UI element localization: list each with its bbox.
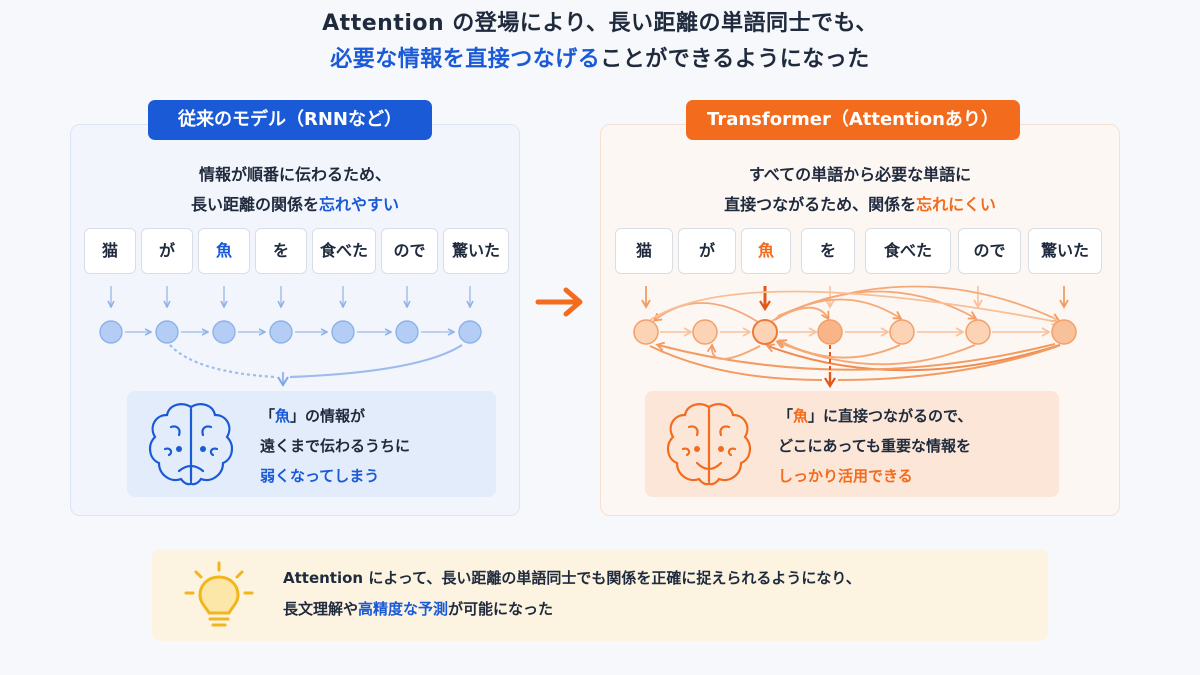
rnn-result-line-3: 弱くなってしまう <box>260 467 380 485</box>
transformer-description: すべての単語から必要な単語に 直接つながるため、関係を忘れにくい <box>600 160 1120 220</box>
transformer-node <box>889 319 915 345</box>
rnn-node <box>269 320 293 344</box>
quote-open: 「 <box>260 407 276 425</box>
rnn-node <box>331 320 355 344</box>
transformer-node <box>817 319 843 345</box>
rnn-word-2: 魚 <box>198 228 250 274</box>
rnn-desc-line-1: 情報が順番に伝わるため、 <box>198 165 391 184</box>
highlight-word: 魚 <box>793 407 809 425</box>
summary-line-2: 長文理解や高精度な予測が可能になった <box>283 594 861 625</box>
rnn-node <box>99 320 123 344</box>
transformer-desc-highlight: 忘れにくい <box>916 195 996 214</box>
rnn-desc-line-2: 長い距離の関係を忘れやすい <box>70 190 520 220</box>
rnn-node <box>395 320 419 344</box>
transformer-desc-line-1: すべての単語から必要な単語に <box>748 165 972 184</box>
rnn-input-arrows <box>111 286 470 306</box>
transformer-word-1: が <box>678 228 736 274</box>
transformer-desc-prefix: 直接つながるため、関係を <box>724 195 917 214</box>
summary-footer: Attention によって、長い距離の単語同士でも関係を正確に捉えられるように… <box>152 549 1048 641</box>
rnn-result-line-1: 「魚」の情報が <box>260 401 410 431</box>
rnn-node <box>212 320 236 344</box>
rnn-desc-prefix: 長い距離の関係を <box>190 195 319 214</box>
summary-highlight: 高精度な予測 <box>358 600 449 618</box>
transformer-word-4: 食べた <box>865 228 951 274</box>
title-line-1: Attention の登場により、長い距離の単語同士でも、 <box>322 11 878 36</box>
transformer-word-0: 猫 <box>615 228 673 274</box>
brain-happy-icon <box>667 403 751 486</box>
brain-sad-icon <box>149 403 233 486</box>
transformer-node <box>965 319 991 345</box>
highlight-word: 魚 <box>275 407 291 425</box>
rnn-description: 情報が順番に伝わるため、 長い距離の関係を忘れやすい <box>70 160 520 220</box>
quote-open: 「 <box>778 407 794 425</box>
transformer-node <box>633 319 659 345</box>
transformer-result-line-3: しっかり活用できる <box>778 467 913 485</box>
transformer-result-box: 「魚」に直接つながるので、 どこにあっても重要な情報を しっかり活用できる <box>645 391 1059 497</box>
transformer-word-3: を <box>801 228 855 274</box>
summary-line-1: Attention によって、長い距離の単語同士でも関係を正確に捉えられるように… <box>283 569 861 587</box>
rnn-desc-highlight: 忘れやすい <box>319 195 400 214</box>
rnn-node <box>458 320 482 344</box>
rnn-result-line-2: 遠くまで伝わるうちに <box>260 437 411 455</box>
summary-suffix: が可能になった <box>448 600 554 618</box>
rnn-word-4: 食べた <box>312 228 376 274</box>
rnn-result-box: 「魚」の情報が 遠くまで伝わるうちに 弱くなってしまう <box>127 391 496 497</box>
right-arrow-icon <box>535 287 583 317</box>
lightbulb-icon <box>184 561 254 627</box>
transformer-result-line-1: 「魚」に直接つながるので、 <box>778 401 972 431</box>
title-highlight: 必要な情報を直接つなげる <box>330 47 601 72</box>
transformer-attention-arcs-top <box>649 285 1061 326</box>
transformer-word-2: 魚 <box>741 228 791 274</box>
title-line-2-rest: ことができるようになった <box>600 47 870 72</box>
rnn-word-1: が <box>141 228 193 274</box>
quote-close-text: 」に直接つながるので、 <box>808 407 973 425</box>
rnn-nodes <box>99 320 482 344</box>
transformer-attention-arcs-bottom <box>649 339 1061 389</box>
rnn-word-0: 猫 <box>84 228 136 274</box>
transformer-word-5: ので <box>958 228 1021 274</box>
rnn-node <box>155 320 179 344</box>
summary-text: Attention によって、長い距離の単語同士でも関係を正確に捉えられるように… <box>283 563 861 625</box>
rnn-fading-path <box>169 344 463 387</box>
transformer-node-focus <box>752 319 778 345</box>
transformer-node <box>692 319 718 345</box>
rnn-result-text: 「魚」の情報が 遠くまで伝わるうちに 弱くなってしまう <box>260 401 410 491</box>
rnn-word-6: 驚いた <box>443 228 509 274</box>
summary-prefix: 長文理解や <box>283 600 359 618</box>
rnn-word-5: ので <box>381 228 438 274</box>
transformer-badge: Transformer（Attentionあり） <box>686 100 1020 140</box>
title-line-2: 必要な情報を直接つなげることができるようになった <box>0 42 1200 78</box>
transformer-input-arrows <box>641 286 1069 312</box>
page-title: Attention の登場により、長い距離の単語同士でも、 必要な情報を直接つな… <box>0 6 1200 78</box>
transformer-result-text: 「魚」に直接つながるので、 どこにあっても重要な情報を しっかり活用できる <box>778 401 972 491</box>
transformer-result-line-2: どこにあっても重要な情報を <box>778 437 972 455</box>
transformer-node <box>1051 319 1077 345</box>
transformer-nodes <box>633 319 1077 345</box>
quote-close-text: 」の情報が <box>290 407 366 425</box>
transformer-word-6: 驚いた <box>1028 228 1102 274</box>
rnn-badge: 従来のモデル（RNNなど） <box>148 100 432 140</box>
transformer-desc-line-2: 直接つながるため、関係を忘れにくい <box>600 190 1120 220</box>
rnn-word-3: を <box>255 228 307 274</box>
